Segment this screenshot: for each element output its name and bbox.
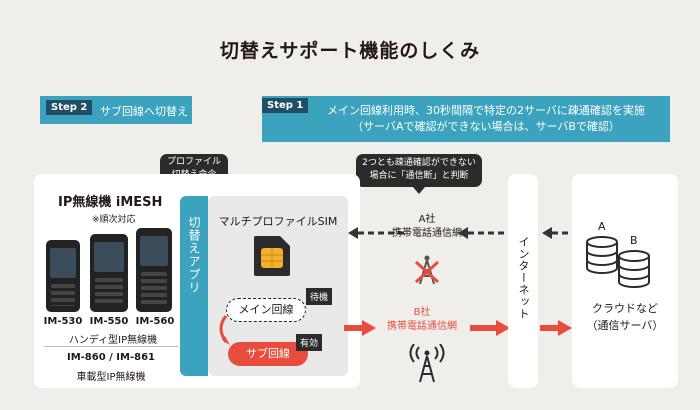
tower-b-signal-icon <box>409 344 445 383</box>
step1-tag: Step 1 <box>262 98 309 113</box>
internet-cloud-red-arrow-icon <box>540 320 572 336</box>
carrier-a-network: 携帯電話通信網 <box>392 228 462 239</box>
internet-label: インターネット <box>517 236 530 320</box>
diagram-title: 切替えサポート機能のしくみ <box>219 40 481 62</box>
model-label-2: IM-550 <box>89 316 129 327</box>
carrier-b-company: B社 <box>413 307 431 318</box>
failure-bubble-line2: 場合に「通信断」と判断 <box>369 171 469 181</box>
carrier-a-arrow-left-icon <box>348 227 404 239</box>
server-b-letter: B <box>630 234 638 247</box>
standby-tag: 待機 <box>306 288 333 305</box>
step1-line2: （サーバAで確認ができない場合は、サーバBで確認） <box>352 120 620 133</box>
device-title: IP無線機 iMESH <box>58 195 163 210</box>
cloud-label-line1: クラウドなど <box>592 302 658 315</box>
vehicle-label: 車載型IP無線機 <box>76 372 146 383</box>
server-a-letter: A <box>598 220 606 233</box>
switch-arrow-icon <box>219 315 230 345</box>
sub-line-pill: サブ回線 <box>228 342 308 366</box>
main-line-pill: メイン回線 <box>226 298 306 322</box>
failure-bubble-line1: 2つとも疎通確認ができない <box>362 158 476 168</box>
carrier-b-label: B社 携帯電話通信網 <box>376 306 468 334</box>
cloud-label-line2: （通信サーバ） <box>586 319 664 332</box>
device-note: ※順次対応 <box>92 215 136 225</box>
profile-bubble-line1: プロファイル <box>166 157 221 167</box>
sim-card-icon <box>254 236 290 276</box>
failure-bubble: 2つとも疎通確認ができない 場合に「通信断」と判断 <box>356 154 482 194</box>
step2-bar: Step 2 サブ回線へ切替え <box>40 96 192 124</box>
handy-label: ハンディ型IP無線機 <box>68 335 158 346</box>
step2-tag: Step 2 <box>46 100 93 115</box>
carrier-b-arrow-left-icon <box>344 320 376 336</box>
carrier-a-company: A社 <box>418 214 436 225</box>
model-label-1: IM-530 <box>43 316 83 327</box>
sim-title: マルチプロファイルSIM <box>218 215 338 228</box>
phone-im550-image <box>90 234 128 312</box>
carrier-a-arrow-right-icon <box>458 227 508 239</box>
internet-column: インターネット <box>508 174 538 388</box>
step1-line1: メイン回線利用時、30秒間隔で特定の2サーバに疎通確認を実施 <box>327 104 645 117</box>
model-label-3: IM-560 <box>135 316 175 327</box>
database-a-icon <box>586 236 618 274</box>
phone-im560-image <box>136 228 172 312</box>
switch-app-label: 切替えアプリ <box>187 216 201 294</box>
internet-cloud-dashed-arrow-icon <box>542 227 570 239</box>
cloud-label: クラウドなど （通信サーバ） <box>574 300 676 334</box>
step1-bar: Step 1 メイン回線利用時、30秒間隔で特定の2サーバに疎通確認を実施 （サ… <box>262 96 670 142</box>
switch-app-column: 切替えアプリ <box>180 196 208 376</box>
vehicle-models: IM-860 / IM-861 <box>66 352 155 363</box>
step1-text: メイン回線利用時、30秒間隔で特定の2サーバに疎通確認を実施 （サーバAで確認が… <box>262 103 670 135</box>
active-tag: 有効 <box>296 334 323 351</box>
database-b-icon <box>618 250 650 288</box>
carrier-b-network: 携帯電話通信網 <box>387 321 457 332</box>
step2-text: サブ回線へ切替え <box>100 105 188 118</box>
tower-a-down-icon <box>414 255 440 285</box>
carrier-b-arrow-right-icon <box>470 320 510 336</box>
carrier-a-label: A社 携帯電話通信網 <box>382 213 472 241</box>
phone-im530-image <box>46 240 80 312</box>
device-divider <box>44 346 178 347</box>
